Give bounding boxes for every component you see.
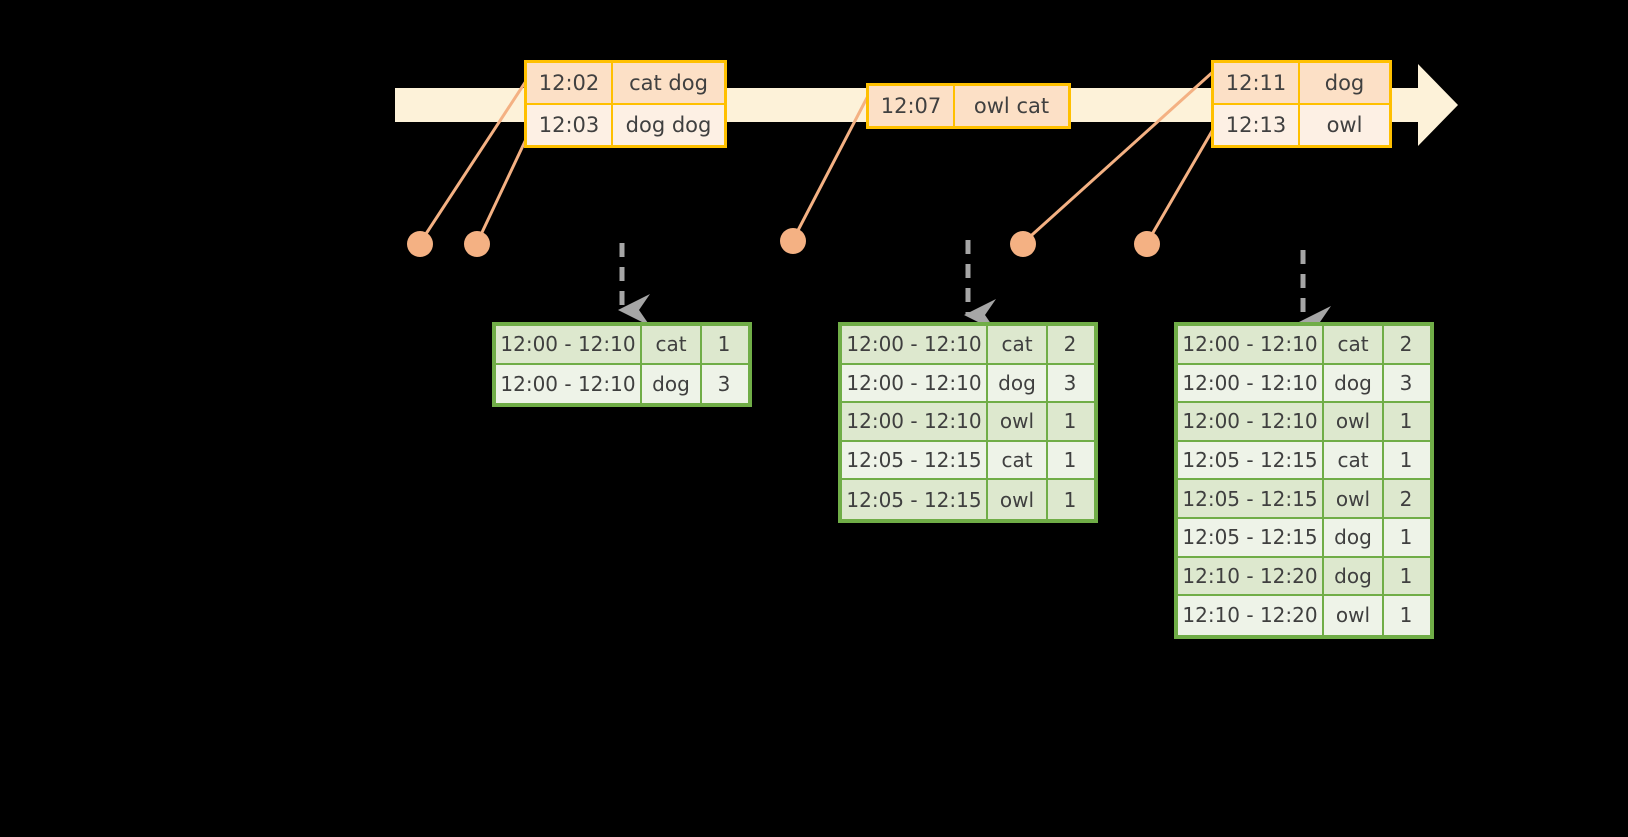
event-row: 12:13 owl [1214, 103, 1389, 145]
cell-word: owl [1324, 403, 1384, 440]
cell-word: dog [1324, 364, 1384, 402]
cell-window: 12:00 - 12:10 [842, 326, 988, 363]
cell-window: 12:00 - 12:10 [1178, 364, 1324, 402]
cell-count: 2 [1399, 486, 1413, 511]
event-row: 12:02 cat dog [527, 63, 724, 103]
table-row: 12:00 - 12:10 cat 2 [842, 326, 1094, 365]
result-table-1: 12:00 - 12:10 cat 1 12:00 - 12:10 dog 3 [492, 322, 752, 408]
cell-count: 1 [717, 332, 731, 357]
connector-line-1 [418, 77, 530, 244]
cell-word: cat [1324, 441, 1384, 479]
event-dot-5 [1134, 231, 1160, 257]
event-box-1: 12:02 cat dog 12:03 dog dog [524, 60, 727, 148]
cell-window: 12:10 - 12:20 [1178, 557, 1324, 595]
table-row: 12:10 - 12:20 owl 1 [1178, 596, 1430, 635]
cell-count: 3 [1399, 370, 1413, 395]
cell-window: 12:00 - 12:10 [1178, 326, 1324, 363]
event-time: 12:11 [1214, 63, 1300, 103]
table-row: 12:00 - 12:10 owl 1 [1178, 403, 1430, 442]
table-row: 12:05 - 12:15 dog 1 [1178, 518, 1430, 558]
table-row: 12:00 - 12:10 dog 3 [842, 364, 1094, 404]
event-dot-4 [1010, 231, 1036, 257]
event-dot-2 [464, 231, 490, 257]
cell-count: 1 [1399, 603, 1413, 628]
event-row: 12:07 owl cat [869, 86, 1068, 126]
cell-word: dog [1324, 518, 1384, 556]
result-table-2: 12:00 - 12:10 cat 2 12:00 - 12:10 dog 3 … [838, 322, 1098, 523]
cell-word: dog [1324, 557, 1384, 595]
cell-window: 12:00 - 12:10 [496, 364, 642, 404]
event-value: owl [1326, 113, 1363, 137]
dashed-arrows [617, 240, 1331, 338]
cell-count: 3 [1063, 370, 1077, 395]
table-row: 12:10 - 12:20 dog 1 [1178, 557, 1430, 597]
result-table-3: 12:00 - 12:10 cat 2 12:00 - 12:10 dog 3 … [1174, 322, 1434, 639]
event-dots [407, 228, 1160, 257]
table-row: 12:05 - 12:15 owl 1 [842, 480, 1094, 519]
connector-line-2 [475, 134, 530, 244]
event-time: 12:13 [1214, 105, 1300, 145]
cell-window: 12:00 - 12:10 [842, 403, 988, 440]
cell-window: 12:00 - 12:10 [1178, 403, 1324, 440]
event-time: 12:02 [527, 63, 613, 103]
event-row: 12:11 dog [1214, 63, 1389, 103]
connector-line-3 [791, 91, 872, 241]
connector-line-5 [1145, 125, 1217, 244]
cell-window: 12:00 - 12:10 [842, 364, 988, 402]
cell-window: 12:05 - 12:15 [1178, 480, 1324, 517]
cell-count: 1 [1399, 448, 1413, 473]
table-row: 12:00 - 12:10 owl 1 [842, 403, 1094, 442]
cell-word: owl [1324, 480, 1384, 517]
event-dot-1 [407, 231, 433, 257]
cell-word: cat [988, 326, 1048, 363]
cell-window: 12:05 - 12:15 [842, 480, 988, 519]
cell-window: 12:05 - 12:15 [1178, 518, 1324, 556]
cell-count: 1 [1399, 563, 1413, 588]
event-value: owl cat [973, 94, 1050, 118]
cell-word: dog [988, 364, 1048, 402]
event-dot-3 [780, 228, 806, 254]
event-time: 12:07 [869, 86, 955, 126]
cell-window: 12:00 - 12:10 [496, 326, 642, 363]
cell-word: cat [1324, 326, 1384, 363]
table-row: 12:05 - 12:15 cat 1 [1178, 441, 1430, 481]
cell-count: 2 [1399, 332, 1413, 357]
cell-word: owl [988, 480, 1048, 519]
event-value: dog dog [625, 113, 712, 137]
cell-count: 1 [1399, 525, 1413, 550]
event-box-2: 12:07 owl cat [866, 83, 1071, 129]
cell-word: cat [642, 326, 702, 363]
event-value: cat dog [629, 71, 708, 95]
cell-count: 1 [1399, 409, 1413, 434]
cell-count: 2 [1063, 332, 1077, 357]
table-row: 12:00 - 12:10 dog 3 [1178, 364, 1430, 404]
cell-count: 1 [1063, 409, 1077, 434]
cell-word: cat [988, 441, 1048, 479]
event-row: 12:03 dog dog [527, 103, 724, 145]
cell-count: 3 [717, 371, 731, 396]
cell-word: owl [1324, 596, 1384, 635]
cell-count: 1 [1063, 487, 1077, 512]
cell-word: dog [642, 364, 702, 404]
table-row: 12:00 - 12:10 dog 3 [496, 364, 748, 404]
event-box-3: 12:11 dog 12:13 owl [1211, 60, 1392, 148]
table-row: 12:05 - 12:15 owl 2 [1178, 480, 1430, 519]
event-time: 12:03 [527, 105, 613, 145]
cell-count: 1 [1063, 448, 1077, 473]
event-value: dog [1324, 71, 1365, 95]
cell-window: 12:05 - 12:15 [1178, 441, 1324, 479]
cell-word: owl [988, 403, 1048, 440]
cell-window: 12:05 - 12:15 [842, 441, 988, 479]
table-row: 12:00 - 12:10 cat 2 [1178, 326, 1430, 365]
table-row: 12:05 - 12:15 cat 1 [842, 441, 1094, 481]
cell-window: 12:10 - 12:20 [1178, 596, 1324, 635]
table-row: 12:00 - 12:10 cat 1 [496, 326, 748, 365]
